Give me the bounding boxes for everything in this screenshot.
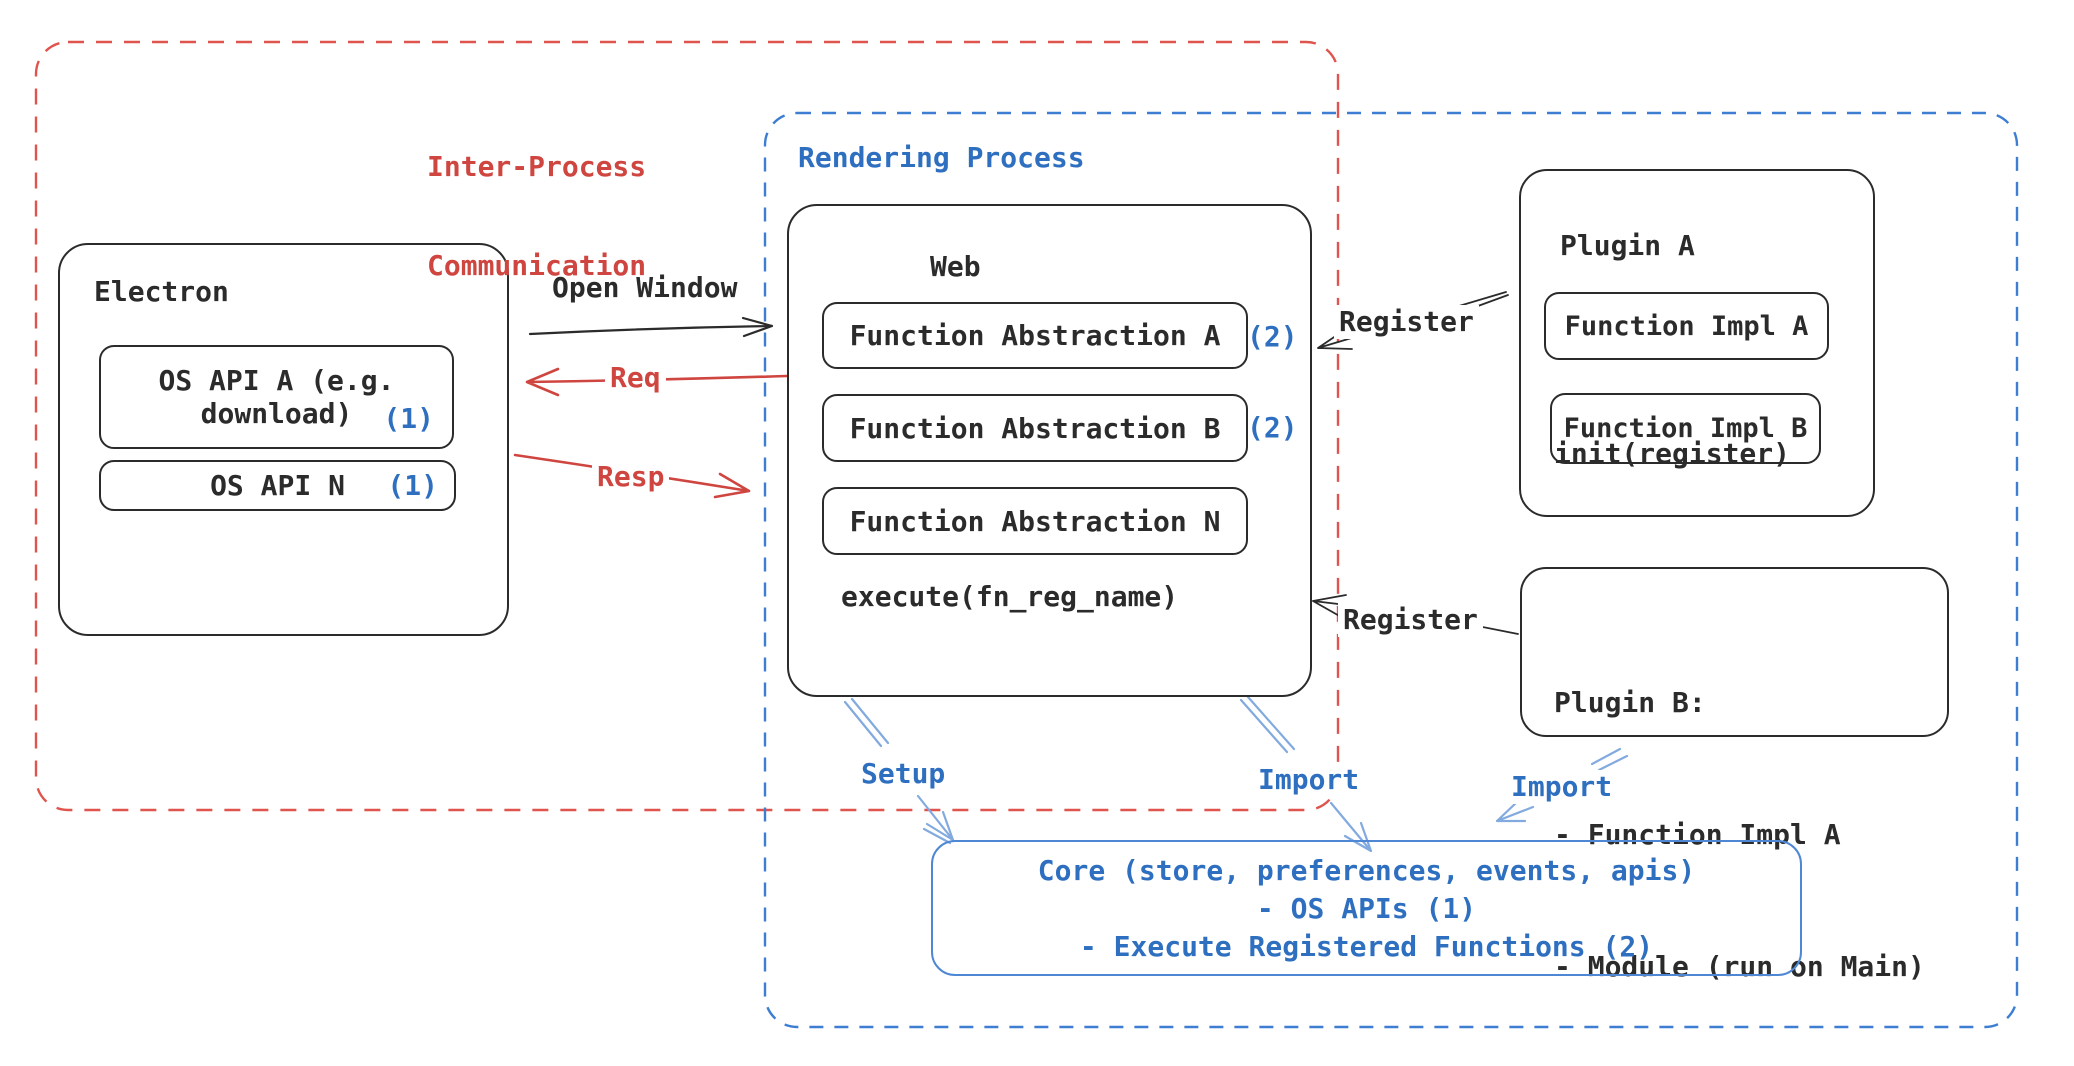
import-mid-arrow — [1239, 695, 1373, 853]
os-api-n-text: OS API N — [210, 469, 345, 502]
function-impl-a-label: Function Impl A — [1564, 310, 1809, 342]
setup-label: Setup — [856, 757, 951, 791]
function-abstraction-a-box: Function Abstraction A — [822, 302, 1248, 369]
os-api-n-badge: (1) — [387, 469, 438, 502]
ipc-region-border — [34, 40, 1340, 812]
os-api-n-box: OS API N (1) — [99, 460, 456, 511]
blue-arrows — [843, 695, 1629, 853]
web-box: Web Function Abstraction A (2) Function … — [787, 204, 1312, 697]
function-abstraction-a-label: Function Abstraction A — [849, 319, 1221, 352]
register-bottom-label: Register — [1338, 603, 1483, 637]
os-api-a-text: OS API A (e.g. download) — [158, 364, 394, 430]
core-line-3: - Execute Registered Functions (2) — [1079, 930, 1654, 963]
plugin-b-line-impl-a: - Function Impl A — [1554, 818, 1841, 851]
plugin-b-line-module: - Module (run on Main) — [1554, 950, 1925, 983]
rendering-region-label: Rendering Process — [798, 141, 1085, 174]
function-abstraction-b-label: Function Abstraction B — [849, 411, 1221, 445]
ipc-region-label-line1: Inter-Process — [427, 150, 647, 183]
import-right-arrow — [1495, 747, 1629, 823]
open-window-arrow — [528, 316, 774, 338]
ipc-region-label: Inter-Process Communication — [427, 84, 646, 348]
function-abstraction-n-label: Function Abstraction N — [849, 504, 1221, 538]
web-execute-text: execute(fn_reg_name) — [841, 580, 1179, 613]
function-abstraction-b-badge: (2) — [1247, 411, 1298, 444]
resp-label: Resp — [592, 460, 670, 494]
os-api-a-badge: (1) — [383, 402, 434, 435]
function-abstraction-b-box: Function Abstraction B — [822, 394, 1248, 462]
import-mid-label: Import — [1253, 763, 1365, 797]
web-title: Web — [930, 250, 981, 283]
open-window-label: Open Window — [552, 271, 738, 304]
electron-box: Electron OS API A (e.g. download) (1) OS… — [58, 243, 509, 636]
rendering-region-border — [763, 111, 2019, 1029]
function-impl-a-box: Function Impl A — [1544, 292, 1829, 360]
plugin-a-box: Plugin A Function Impl A Function Impl B… — [1519, 169, 1875, 517]
function-impl-b-label: Function Impl B — [1563, 413, 1808, 444]
setup-arrow — [843, 697, 955, 845]
ipc-region-label-line2: Communication — [427, 249, 647, 282]
plugin-b-text: Plugin B: - Function Impl A - Module (ru… — [1554, 593, 1925, 1066]
plugin-b-title: Plugin B: — [1554, 686, 1706, 719]
req-label: Req — [605, 361, 666, 395]
os-api-a-line1: OS API A (e.g. — [158, 364, 395, 397]
register-top-label: Register — [1334, 305, 1479, 339]
function-abstraction-a-badge: (2) — [1247, 320, 1298, 353]
function-abstraction-n-box: Function Abstraction N — [822, 487, 1248, 555]
plugin-a-title: Plugin A — [1560, 229, 1695, 262]
plugin-a-init-text: init(register) — [1554, 437, 1791, 470]
function-impl-b-box: Function Impl B — [1550, 393, 1821, 464]
os-api-a-line2: download) — [200, 397, 353, 430]
core-line-2: - OS APIs (1) — [1256, 892, 1477, 925]
plugin-b-box: Plugin B: - Function Impl A - Module (ru… — [1520, 567, 1949, 983]
electron-title: Electron — [94, 275, 229, 308]
os-api-a-box: OS API A (e.g. download) (1) — [99, 345, 454, 449]
core-line-1: Core (store, preferences, events, apis) — [1037, 854, 1696, 887]
core-box: Core (store, preferences, events, apis) … — [931, 840, 1802, 976]
import-right-label: Import — [1506, 770, 1618, 804]
